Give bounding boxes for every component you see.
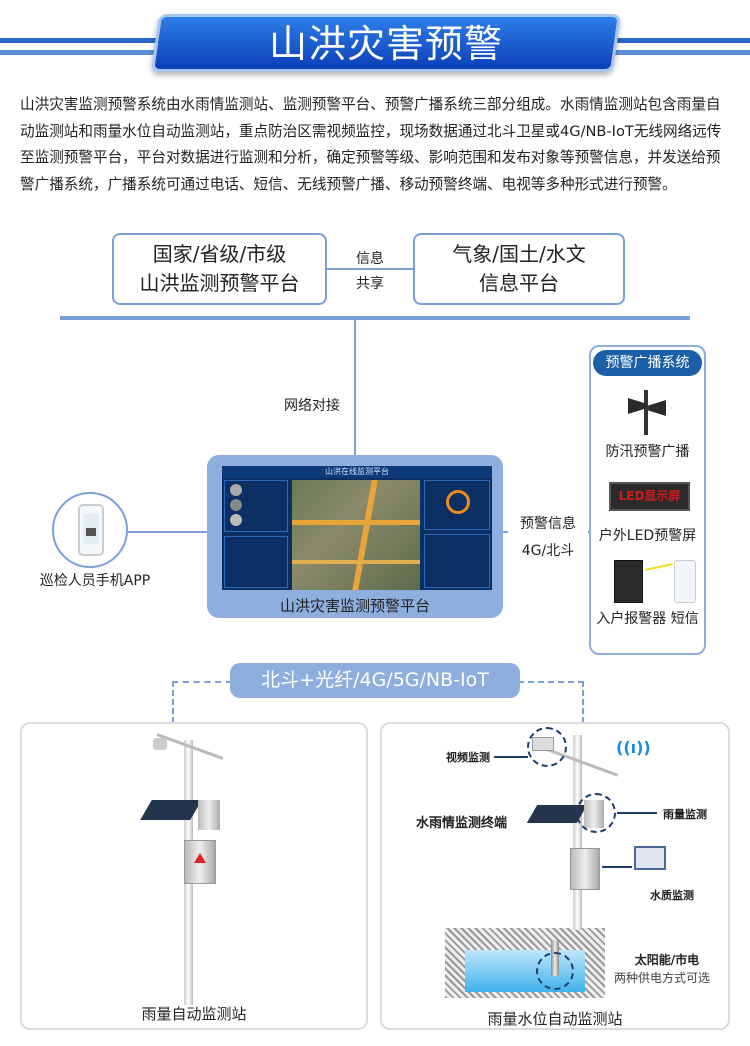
home-alarm-icon bbox=[614, 560, 643, 603]
transport-label: 北斗+光纤/4G/5G/NB-IoT bbox=[230, 663, 520, 698]
mobile-app-label: 巡检人员手机APP bbox=[39, 573, 151, 589]
power-title: 太阳能/市电 bbox=[634, 953, 700, 967]
box-line: 气象/国土/水文 bbox=[452, 242, 586, 266]
backbone-line bbox=[60, 316, 690, 320]
broadcast-item: 户外LED预警屏 bbox=[598, 528, 697, 544]
channel-label: 4G/北斗 bbox=[508, 540, 588, 560]
connector bbox=[128, 531, 208, 533]
broadcast-panel bbox=[589, 345, 706, 655]
led-screen-icon: LED显示屏 bbox=[609, 482, 690, 511]
broadcast-item: 入户报警器 短信 bbox=[596, 611, 699, 627]
rain-station-label: 雨量自动监测站 bbox=[141, 1005, 247, 1023]
station-pole bbox=[573, 735, 582, 930]
box-line: 信息平台 bbox=[479, 271, 559, 295]
dashed-connector bbox=[518, 681, 584, 723]
control-box-icon bbox=[570, 848, 600, 890]
water-quality-meter-icon bbox=[634, 846, 666, 870]
rain-callout: 雨量监测 bbox=[663, 808, 707, 821]
intro-text: 山洪灾害监测预警系统由水雨情监测站、监测预警平台、预警广播系统三部分组成。水雨情… bbox=[20, 96, 722, 193]
rain-gauge-icon bbox=[198, 800, 220, 830]
dashed-connector bbox=[172, 681, 232, 723]
share-label: 共享 bbox=[340, 273, 400, 293]
video-callout: 视频监测 bbox=[446, 751, 490, 764]
sms-phone-icon bbox=[674, 560, 696, 603]
rain-station-panel bbox=[20, 722, 368, 1030]
screen-title: 山洪在线监测平台 bbox=[222, 466, 492, 478]
control-box-icon bbox=[184, 840, 216, 884]
network-label: 网络对接 bbox=[284, 398, 340, 414]
phone-icon bbox=[78, 504, 104, 556]
phone-circle bbox=[52, 492, 128, 568]
map-view[interactable] bbox=[292, 480, 420, 590]
broadcast-item: 防汛预警广播 bbox=[605, 444, 690, 460]
loudspeaker-icon bbox=[644, 390, 648, 435]
info-platform-box: 气象/国土/水文 信息平台 bbox=[413, 233, 625, 305]
water-quality-callout: 水质监测 bbox=[650, 889, 694, 902]
platform-label: 山洪灾害监测预警平台 bbox=[279, 597, 430, 615]
broadcast-title: 预警广播系统 bbox=[593, 350, 702, 376]
rain-water-station-label: 雨量水位自动监测站 bbox=[487, 1010, 623, 1028]
power-desc: 两种供电方式可选 bbox=[613, 971, 710, 985]
connector bbox=[327, 268, 413, 270]
connector bbox=[354, 318, 356, 458]
share-label: 信息 bbox=[340, 248, 400, 268]
page-title: 山洪灾害预警 bbox=[268, 22, 503, 66]
wireless-signal-icon: ((ı)) bbox=[616, 738, 651, 757]
platform-screenshot: 山洪在线监测平台 bbox=[222, 466, 492, 590]
warning-info-label: 预警信息 bbox=[508, 513, 588, 533]
rain-water-station-panel bbox=[380, 722, 730, 1030]
national-platform-box: 国家/省级/市级 山洪监测预警平台 bbox=[112, 233, 327, 305]
box-line: 山洪监测预警平台 bbox=[139, 271, 300, 295]
terminal-label: 水雨情监测终端 bbox=[416, 816, 508, 831]
sensor-icon bbox=[153, 738, 167, 750]
box-line: 国家/省级/市级 bbox=[152, 242, 287, 266]
